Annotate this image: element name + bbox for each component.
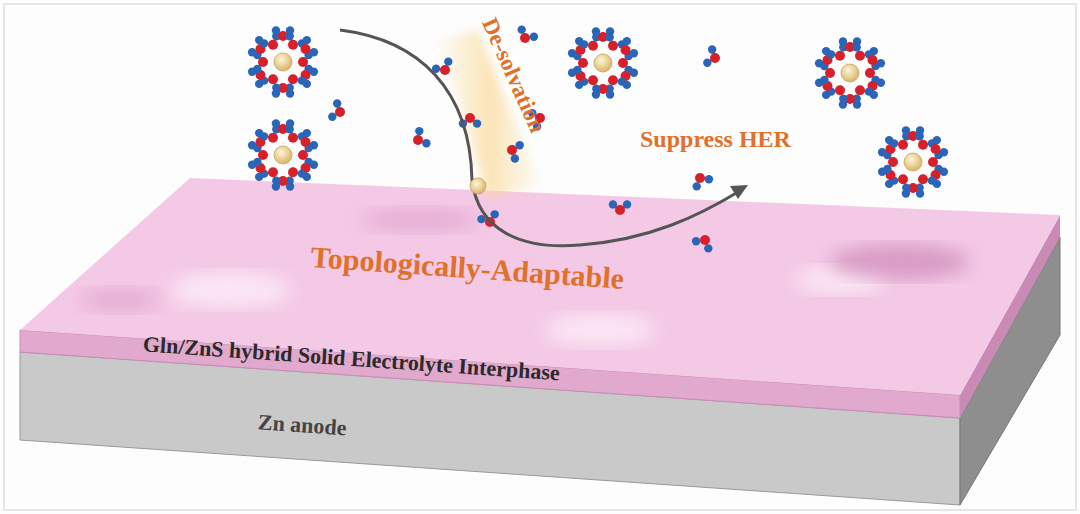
sei-top-surface [20, 178, 1060, 395]
zn-ion [470, 178, 486, 194]
solvated-zn-cluster [878, 126, 948, 198]
arrowhead [730, 185, 748, 199]
effect-label: Suppress HER [640, 126, 791, 153]
surface-shading [80, 208, 970, 346]
molecules [248, 25, 948, 252]
solvated-zn-cluster [568, 27, 638, 99]
solvated-zn-cluster [248, 26, 318, 98]
solvated-zn-cluster [815, 37, 885, 109]
frame [4, 4, 1076, 510]
solvated-zn-cluster [248, 119, 318, 191]
layer-label: Zn anode [257, 409, 347, 441]
